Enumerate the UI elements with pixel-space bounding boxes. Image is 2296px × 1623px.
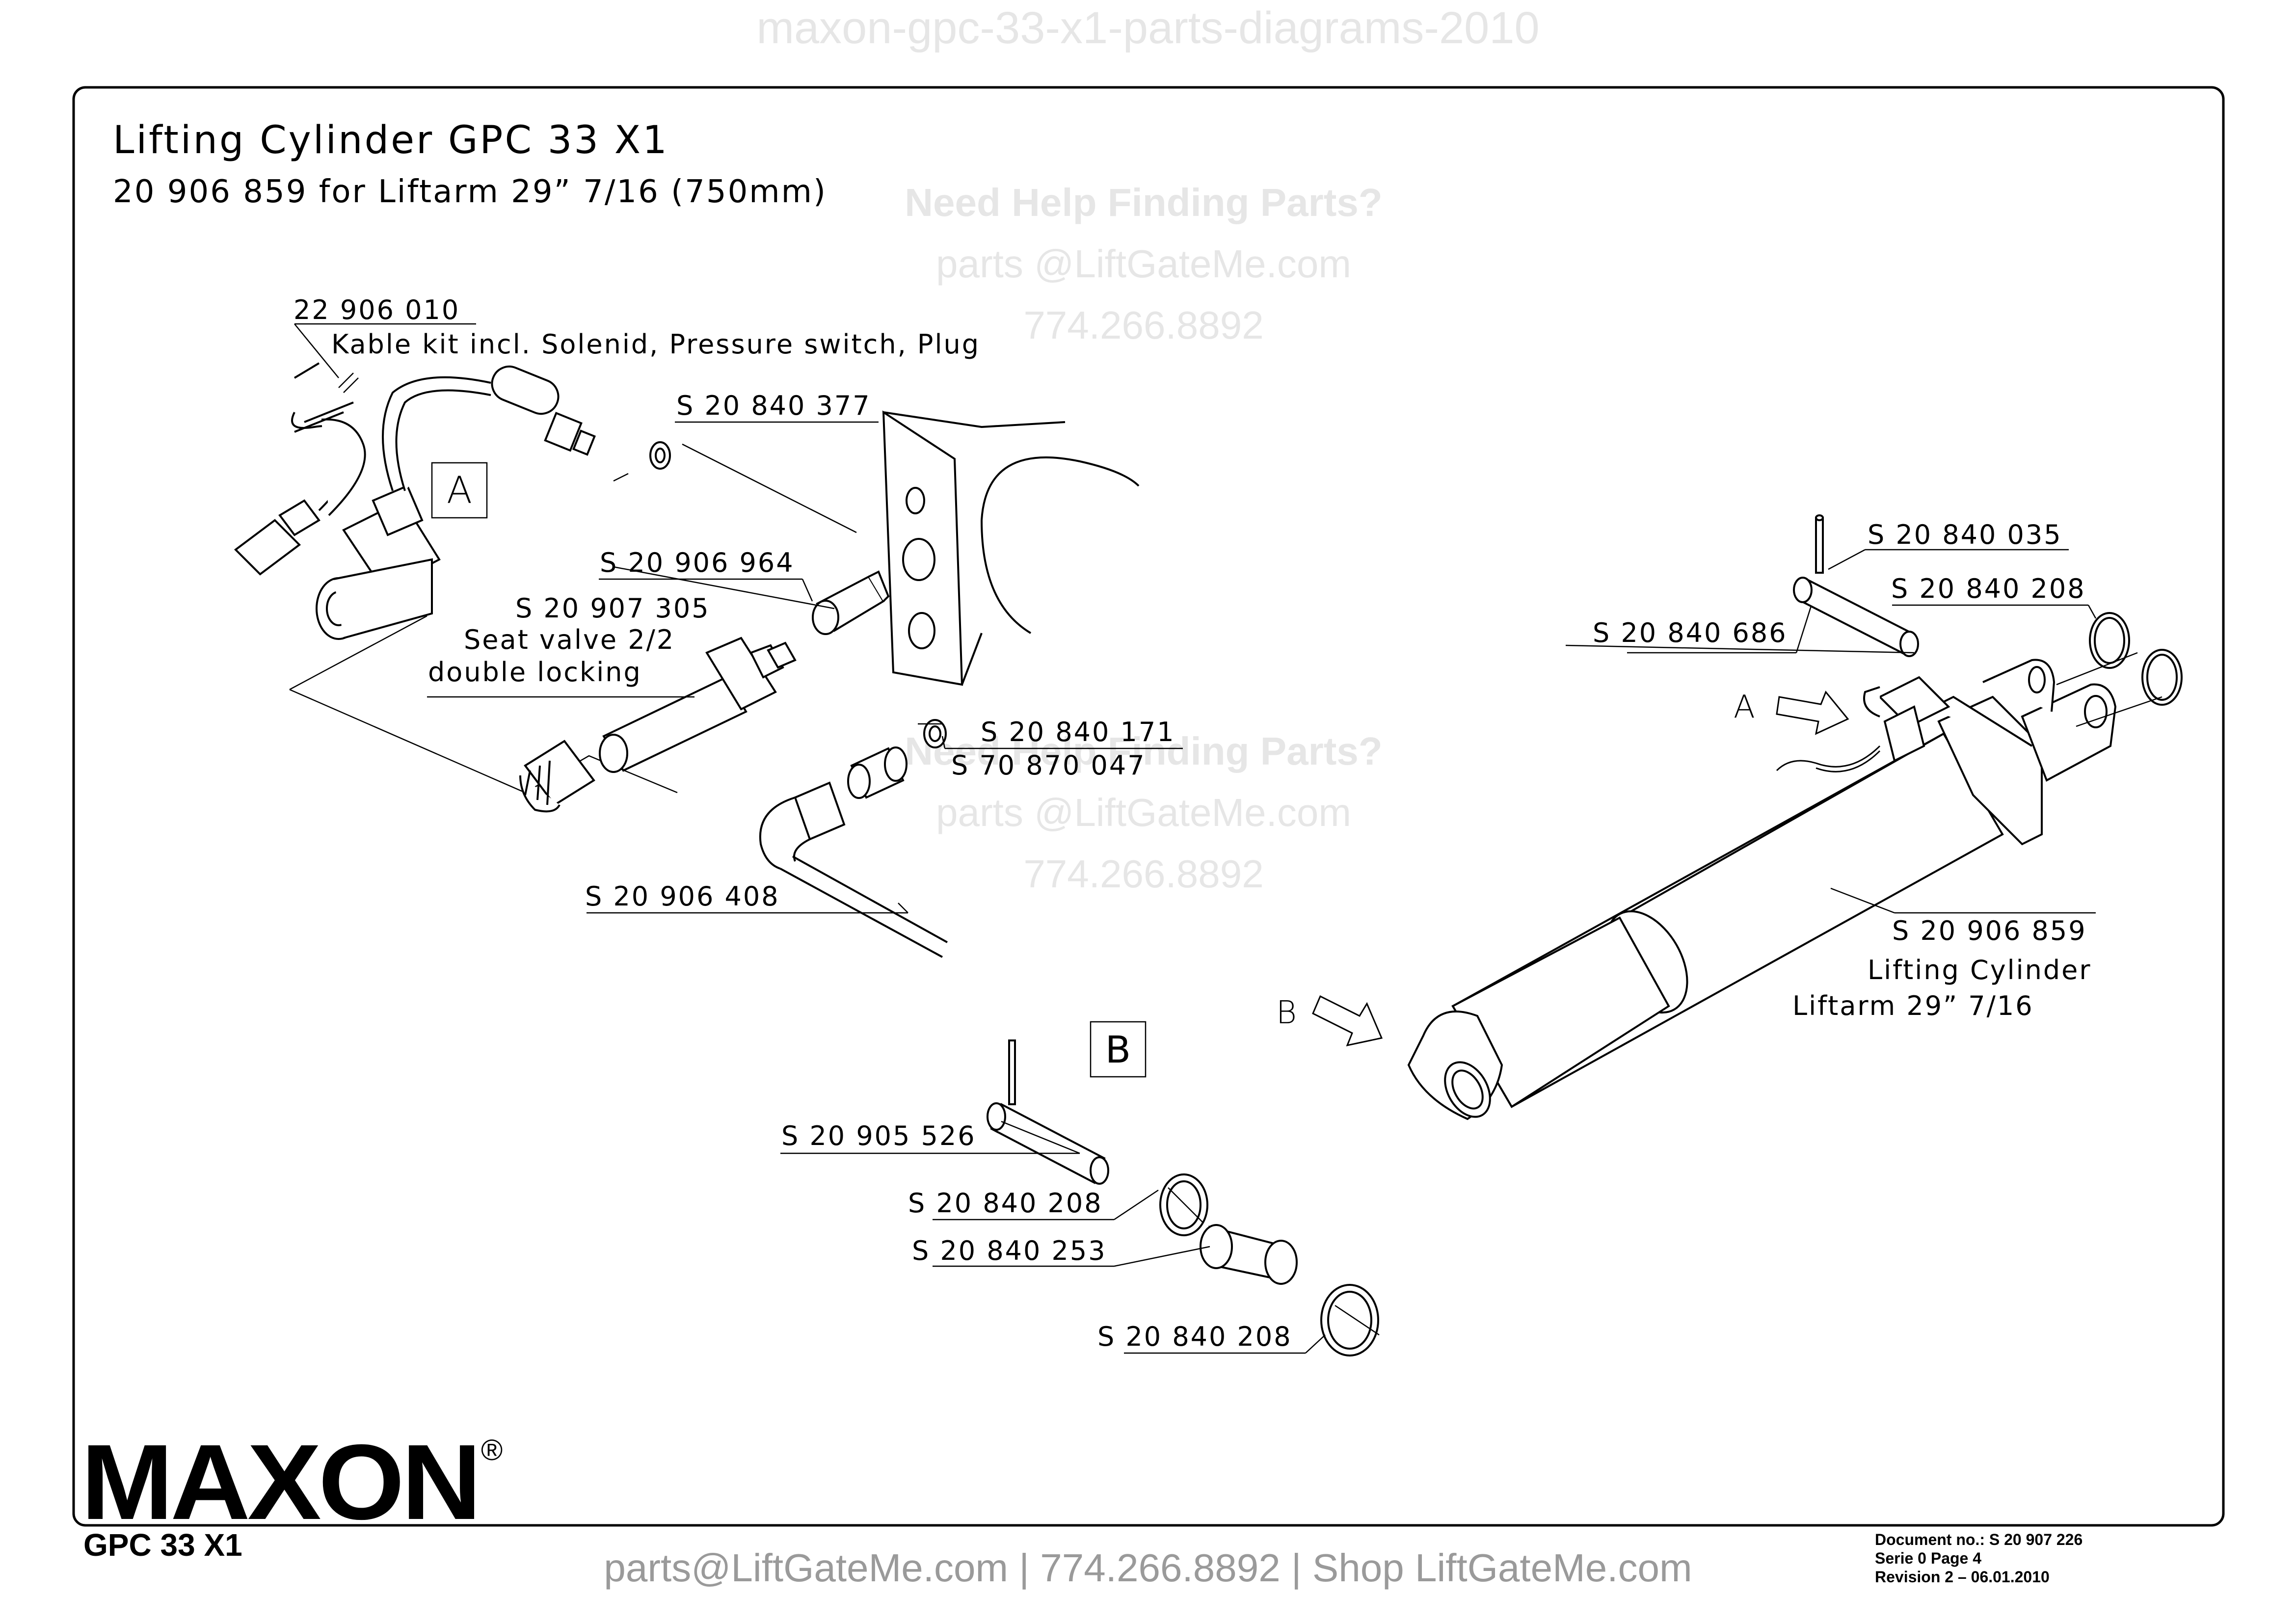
doc-number: Document no.: S 20 907 226 <box>1875 1531 2082 1548</box>
help-phone: 774.266.8892 <box>1023 852 1263 896</box>
pin-035 <box>1815 514 1824 574</box>
hose-408 <box>759 781 948 958</box>
view-label-a: A <box>447 468 472 512</box>
cylinder-cable <box>1776 745 1881 772</box>
view-label-b: B <box>1105 1028 1131 1071</box>
label-22-906-010: 22 906 010 <box>294 294 460 325</box>
help-email: parts @LiftGateMe.com <box>936 791 1351 834</box>
valve-block <box>882 410 1140 686</box>
seal-ring-377 <box>649 441 671 470</box>
arrow-label-a: A <box>1734 689 1755 725</box>
page-subtitle: 20 906 859 for Liftarm 29” 7/16 (750mm) <box>113 174 827 210</box>
help-watermark-1: Need Help Finding Parts? parts @LiftGate… <box>905 181 1382 347</box>
label-s-20-906-964: S 20 906 964 <box>600 547 795 578</box>
leader-lines-b <box>780 1120 1380 1354</box>
label-s-70-870-047: S 70 870 047 <box>951 750 1146 781</box>
label-s-20-840-253: S 20 840 253 <box>912 1235 1107 1266</box>
label-s-20-840-686: S 20 840 686 <box>1593 617 1788 648</box>
label-s-20-906-408: S 20 906 408 <box>585 881 780 912</box>
ring-208-top <box>2089 612 2183 706</box>
label-s-20-840-208-b1: S 20 840 208 <box>908 1188 1103 1219</box>
label-kable-kit-desc: Kable kit incl. Solenid, Pressure switch… <box>331 329 980 360</box>
document-info: Document no.: S 20 907 226 Serie 0 Page … <box>1875 1531 2082 1586</box>
detail-b-parts <box>987 1039 1379 1357</box>
doc-serie-page: Serie 0 Page 4 <box>1875 1549 1981 1567</box>
label-s-20-840-171: S 20 840 171 <box>981 717 1175 747</box>
view-box-a: A <box>431 462 488 519</box>
cap-nut <box>519 740 595 813</box>
doc-revision: Revision 2 – 06.01.2010 <box>1875 1568 2050 1586</box>
arrow-label-b: B <box>1276 995 1297 1031</box>
label-seat-valve-desc2: double locking <box>428 657 642 688</box>
view-box-b: B <box>1090 1021 1147 1078</box>
help-heading: Need Help Finding Parts? <box>905 729 1382 773</box>
label-s-20-840-035: S 20 840 035 <box>1868 519 2062 550</box>
maxon-logo: MAXON <box>81 1423 479 1542</box>
label-liftarm: Liftarm 29” 7/16 <box>1792 990 2034 1021</box>
label-seat-valve-desc1: Seat valve 2/2 <box>464 624 675 655</box>
help-heading: Need Help Finding Parts? <box>905 181 1382 224</box>
part-labels: 22 906 010 Kable kit incl. Solenid, Pres… <box>294 294 2092 1352</box>
help-phone: 774.266.8892 <box>1023 303 1263 347</box>
arrow-a <box>1776 691 1849 735</box>
adapter-047 <box>847 746 908 799</box>
help-watermark-2: Need Help Finding Parts? parts @LiftGate… <box>905 729 1382 896</box>
axle-686 <box>1793 577 1919 657</box>
lifting-cylinder <box>1407 659 2117 1120</box>
label-s-20-840-377: S 20 840 377 <box>676 390 871 421</box>
label-s-20-907-305: S 20 907 305 <box>515 593 710 624</box>
label-s-20-840-208-b2: S 20 840 208 <box>1097 1321 1292 1352</box>
footer-contact: parts@LiftGateMe.com | 774.266.8892 | Sh… <box>604 1546 1692 1590</box>
plug-connector <box>234 362 366 576</box>
label-s-20-905-526: S 20 905 526 <box>781 1120 976 1151</box>
top-watermark: maxon-gpc-33-x1-parts-diagrams-2010 <box>756 3 1539 53</box>
page-title: Lifting Cylinder GPC 33 X1 <box>113 118 669 162</box>
leader-lines-left <box>294 323 1183 914</box>
label-s-20-906-859: S 20 906 859 <box>1892 915 2087 946</box>
label-lifting-cylinder: Lifting Cylinder <box>1868 955 2092 985</box>
solenoid-coil <box>316 365 596 640</box>
registered-mark: ® <box>481 1434 503 1466</box>
drawing-frame <box>72 86 2225 1527</box>
model-name: GPC 33 X1 <box>83 1527 242 1563</box>
leader-lines-right <box>1565 549 2163 914</box>
help-email: parts @LiftGateMe.com <box>936 242 1351 286</box>
arrow-b <box>1312 995 1383 1047</box>
part-964-nipple <box>812 570 890 635</box>
seal-ring-171 <box>923 719 947 748</box>
label-s-20-840-208-top: S 20 840 208 <box>1891 573 2086 604</box>
